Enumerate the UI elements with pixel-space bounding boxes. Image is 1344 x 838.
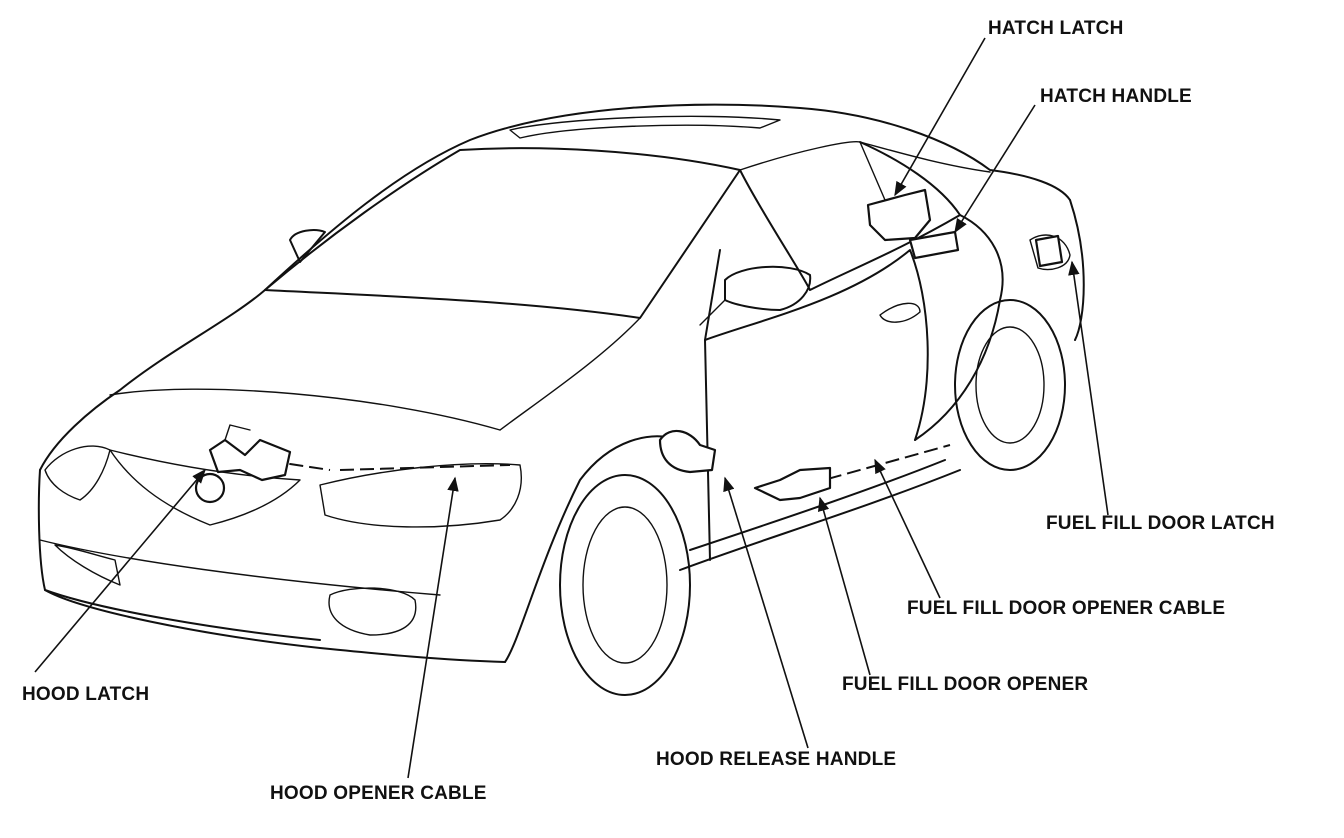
fuel-fill-door-opener-cable-leader — [874, 458, 941, 599]
fuel-fill-door-opener-label: FUEL FILL DOOR OPENER — [842, 674, 1089, 695]
hood-opener-cable-leader — [407, 476, 459, 779]
hatch-latch-leader — [894, 37, 986, 197]
hood-latch-label: HOOD LATCH — [22, 684, 150, 705]
hood-release-handle-label: HOOD RELEASE HANDLE — [656, 749, 897, 770]
fuel-fill-door-opener-part — [753, 466, 832, 502]
hatch-latch-label: HATCH LATCH — [988, 18, 1124, 39]
hatch-handle-label: HATCH HANDLE — [1040, 86, 1192, 107]
hatch-latch-part — [866, 188, 932, 242]
hood-opener-cable-label: HOOD OPENER CABLE — [270, 783, 487, 804]
hatch-handle-leader — [954, 104, 1036, 234]
car-body-outline — [37, 103, 1085, 696]
hood-release-handle-part — [658, 429, 717, 474]
hood-latch-part — [194, 424, 292, 504]
leader-lines — [34, 37, 1109, 779]
fuel-fill-door-opener-cable-label: FUEL FILL DOOR OPENER CABLE — [907, 598, 1226, 619]
fuel-fill-door-latch-part — [1034, 234, 1064, 268]
hood-release-handle-leader — [723, 476, 809, 749]
fuel-fill-door-latch-leader — [1068, 260, 1109, 516]
fuel-fill-door-latch-label: FUEL FILL DOOR LATCH — [1046, 513, 1275, 534]
fuel-fill-door-opener-leader — [817, 496, 871, 676]
hood-latch-leader — [34, 468, 206, 673]
hatch-handle-part — [908, 230, 960, 260]
